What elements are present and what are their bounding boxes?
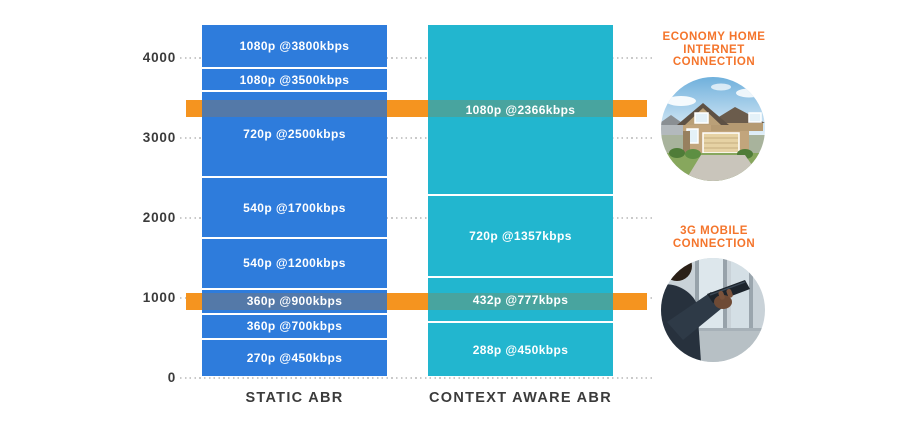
segment-label: 360p @900kbps	[246, 294, 343, 309]
bar-segment: 540p @1200kbps	[202, 239, 387, 290]
segment-label: 270p @450kbps	[246, 351, 343, 366]
y-tick-label: 0	[167, 369, 176, 385]
bar-segment: 540p @1700kbps	[202, 178, 387, 240]
segment-label: 360p @700kbps	[246, 319, 343, 334]
segment-label: 432p @777kbps	[472, 292, 569, 307]
mobile-phone-photo	[661, 258, 765, 362]
segment-label: 720p @1357kbps	[469, 229, 572, 244]
band-overlay	[202, 292, 387, 311]
gridline	[180, 136, 655, 139]
segment-label: 540p @1200kbps	[243, 256, 346, 271]
column-title: CONTEXT AWARE ABR	[429, 390, 612, 406]
bar-segment: 288p @450kbps	[428, 323, 613, 377]
segment-label: 540p @1700kbps	[243, 200, 346, 215]
annotation-title-3g-mobile: 3G MOBILE CONNECTION	[672, 225, 756, 250]
y-tick-label: 2000	[142, 209, 176, 225]
segment-label: 288p @450kbps	[472, 342, 569, 357]
y-tick-label: 1000	[142, 289, 176, 305]
gridline	[180, 216, 655, 219]
bar-segment: 1080p @3500kbps	[202, 68, 387, 93]
segment-label: 1080p @3800kbps	[239, 39, 350, 54]
bar-segment: 270p @450kbps	[202, 340, 387, 377]
segment-label: 1080p @3500kbps	[239, 72, 350, 87]
bar-column-static-abr: 1080p @3800kbps 1080p @3500kbps 720p @2500…	[202, 25, 387, 377]
segment-label: 1080p @2366kbps	[465, 102, 576, 117]
bar-segment: 720p @1357kbps	[428, 196, 613, 279]
house-photo	[661, 77, 765, 181]
y-tick-label: 4000	[142, 49, 176, 65]
bar-segment: 1080p @3800kbps	[202, 25, 387, 69]
bar-column-context-aware-abr: 1080p @2366kbps 720p @1357kbps 432p @777kb…	[428, 25, 613, 377]
band-overlay	[428, 292, 613, 311]
bar-segment: 360p @700kbps	[202, 314, 387, 341]
gridline	[180, 56, 655, 59]
segment-label: 720p @2500kbps	[243, 127, 346, 142]
band-overlay	[428, 99, 613, 118]
y-tick-label: 3000	[142, 129, 176, 145]
annotation-title-economy-home: ECONOMY HOME INTERNET CONNECTION	[662, 31, 766, 69]
column-title: STATIC ABR	[245, 390, 344, 406]
gridline	[180, 376, 655, 379]
band-overlay	[202, 99, 387, 118]
